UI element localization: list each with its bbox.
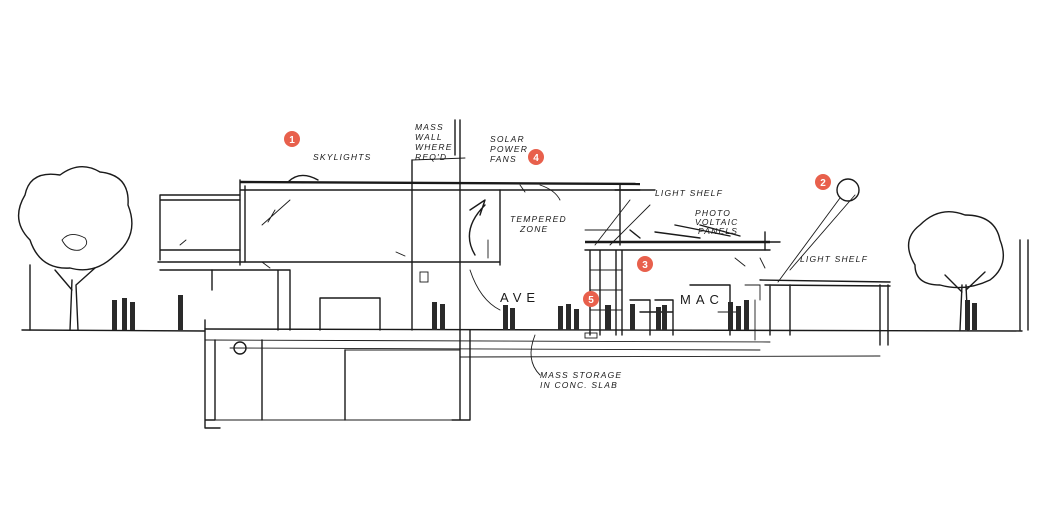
main-building bbox=[157, 119, 641, 429]
marker-2[interactable]: 2 bbox=[815, 174, 831, 190]
svg-text:2: 2 bbox=[820, 178, 826, 189]
marker-4[interactable]: 4 bbox=[528, 149, 544, 165]
label-skylights: SKYLIGHTS bbox=[313, 152, 372, 162]
ground-line bbox=[21, 239, 1029, 358]
sun-icon bbox=[836, 178, 860, 202]
svg-text:1: 1 bbox=[289, 135, 295, 146]
marker-5[interactable]: 5 bbox=[583, 291, 599, 307]
tree-right bbox=[907, 211, 1004, 331]
svg-text:5: 5 bbox=[588, 295, 594, 306]
marker-3[interactable]: 3 bbox=[637, 256, 653, 272]
label-mac: MAC bbox=[680, 292, 724, 307]
svg-text:4: 4 bbox=[533, 153, 539, 164]
people-figures bbox=[112, 295, 977, 330]
marker-1[interactable]: 1 bbox=[284, 131, 300, 147]
tree-left bbox=[17, 166, 133, 331]
label-light-shelf-upper: LIGHT SHELF bbox=[655, 188, 723, 198]
svg-text:3: 3 bbox=[642, 260, 648, 271]
label-light-shelf-lower: LIGHT SHELF bbox=[800, 254, 868, 264]
label-ave: AVE bbox=[500, 290, 540, 305]
right-pavilion bbox=[584, 184, 891, 346]
